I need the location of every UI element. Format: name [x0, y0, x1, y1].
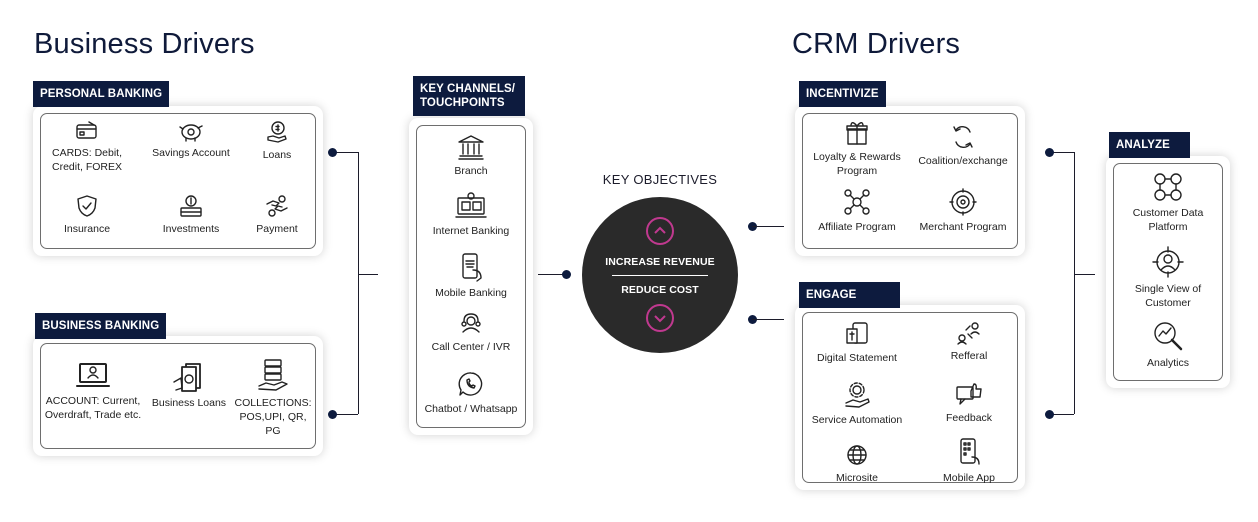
bank-icon [458, 135, 484, 160]
engage-mobile-app: Mobile App [923, 437, 1015, 485]
incentivize-coalition: Coalition/exchange [909, 124, 1017, 168]
laptop-account-icon [76, 363, 110, 387]
cash-icon [173, 363, 201, 392]
to-engage-line [752, 319, 784, 320]
objectives-circle: INCREASE REVENUE REDUCE COST [582, 197, 738, 353]
investments-icon [180, 195, 202, 217]
crm-drivers-title: CRM Drivers [792, 28, 961, 60]
engage-referral: Refferal [923, 321, 1015, 363]
analytics-icon [1154, 322, 1183, 351]
personal-item-insurance: Insurance [51, 194, 123, 236]
key-objectives-title: KEY OBJECTIVES [602, 172, 718, 187]
channels-tag: KEY CHANNELS/ TOUCHPOINTS [413, 76, 525, 116]
channels-to-objectives-line [538, 274, 568, 275]
collections-icon [258, 359, 288, 391]
channels-card: Branch Internet Banking Mobile Banking C… [409, 118, 533, 435]
business-item-loans: Business Loans [147, 362, 231, 410]
personal-item-payment: Payment [247, 194, 307, 236]
engage-service-automation: Service Automation [805, 381, 909, 427]
incentivize-card: Loyalty & Rewards Program Coalition/exch… [795, 106, 1025, 256]
right-bracket-bottom [1050, 414, 1074, 415]
analyze-single-view: Single View of Customer [1114, 246, 1222, 310]
payment-icon [266, 195, 288, 217]
business-item-account: ACCOUNT: Current, Overdraft, Trade etc. [41, 362, 145, 422]
incentivize-tag: INCENTIVIZE [799, 81, 886, 107]
network-icon [844, 189, 870, 215]
single-view-icon [1152, 246, 1184, 278]
service-automation-icon [845, 382, 870, 408]
to-incentivize-line [752, 226, 784, 227]
right-bracket-out [1075, 274, 1095, 275]
reduce-cost-label: REDUCE COST [621, 284, 699, 296]
incentivize-affiliate: Affiliate Program [805, 188, 909, 234]
left-bracket-bottom [333, 414, 358, 415]
gift-icon [846, 122, 868, 145]
objectives-left-dot [562, 270, 571, 279]
increase-revenue-label: INCREASE REVENUE [605, 256, 715, 268]
loan-icon [267, 121, 287, 143]
analyze-analytics: Analytics [1114, 320, 1222, 370]
chevron-down-icon [654, 315, 666, 323]
engage-feedback: Feedback [923, 381, 1015, 425]
analyze-tag: ANALYZE [1109, 132, 1190, 158]
cdp-icon [1154, 173, 1182, 201]
engage-microsite: Microsite [805, 443, 909, 485]
personal-item-investments: Investments [151, 194, 231, 236]
chevron-up-icon [654, 226, 666, 234]
exchange-icon [953, 126, 973, 148]
left-bracket-top [333, 152, 358, 153]
piggy-bank-icon [179, 124, 203, 142]
card-icon [76, 121, 97, 139]
mobile-app-icon [960, 438, 980, 465]
channel-branch: Branch [417, 134, 525, 178]
business-drivers-title: Business Drivers [34, 28, 255, 60]
analyze-cdp: Customer Data Platform [1114, 172, 1222, 234]
channel-mobile-banking: Mobile Banking [417, 252, 525, 300]
personal-connector-dot [328, 148, 337, 157]
personal-item-savings: Savings Account [143, 120, 239, 160]
engage-right-dot [1045, 410, 1054, 419]
right-bracket-vertical [1074, 152, 1075, 414]
objectives-separator [612, 275, 708, 276]
channel-call-center: Call Center / IVR [417, 312, 525, 354]
internet-banking-icon [455, 192, 487, 218]
personal-item-loans: Loans [247, 120, 307, 162]
business-banking-card: ACCOUNT: Current, Overdraft, Trade etc. … [33, 336, 323, 456]
right-bracket-top [1050, 152, 1074, 153]
whatsapp-icon [458, 372, 483, 396]
channel-internet-banking: Internet Banking [417, 192, 525, 238]
globe-icon [847, 445, 867, 465]
feedback-icon [956, 383, 982, 405]
analyze-card: Customer Data Platform Single View of Cu… [1106, 156, 1230, 388]
engage-tag: ENGAGE [799, 282, 901, 308]
incentivize-loyalty: Loyalty & Rewards Program [805, 120, 909, 178]
left-bracket-vertical [358, 152, 359, 414]
left-bracket-out [358, 274, 378, 275]
business-item-collections: COLLECTIONS: POS,UPI, QR, PG [231, 358, 315, 438]
incentivize-right-dot [1045, 148, 1054, 157]
business-banking-tag: BUSINESS BANKING [35, 313, 167, 339]
increase-chevron [646, 217, 674, 245]
merchant-icon [949, 188, 977, 216]
channel-chatbot: Chatbot / Whatsapp [417, 370, 525, 416]
digital-statement-icon [846, 322, 868, 344]
reduce-chevron [646, 304, 674, 332]
referral-icon [957, 322, 980, 345]
personal-banking-tag: PERSONAL BANKING [33, 81, 170, 107]
engage-card: Digital Statement Refferal Service Autom… [795, 305, 1025, 490]
incentivize-merchant: Merchant Program [909, 188, 1017, 234]
personal-item-cards: CARDS: Debit, Credit, FOREX [47, 120, 127, 174]
business-connector-dot [328, 410, 337, 419]
mobile-banking-icon [462, 253, 482, 282]
shield-icon [77, 195, 97, 217]
personal-banking-card: CARDS: Debit, Credit, FOREX Savings Acco… [33, 106, 323, 256]
engage-digital-statement: Digital Statement [805, 321, 909, 365]
call-center-icon [461, 313, 481, 333]
